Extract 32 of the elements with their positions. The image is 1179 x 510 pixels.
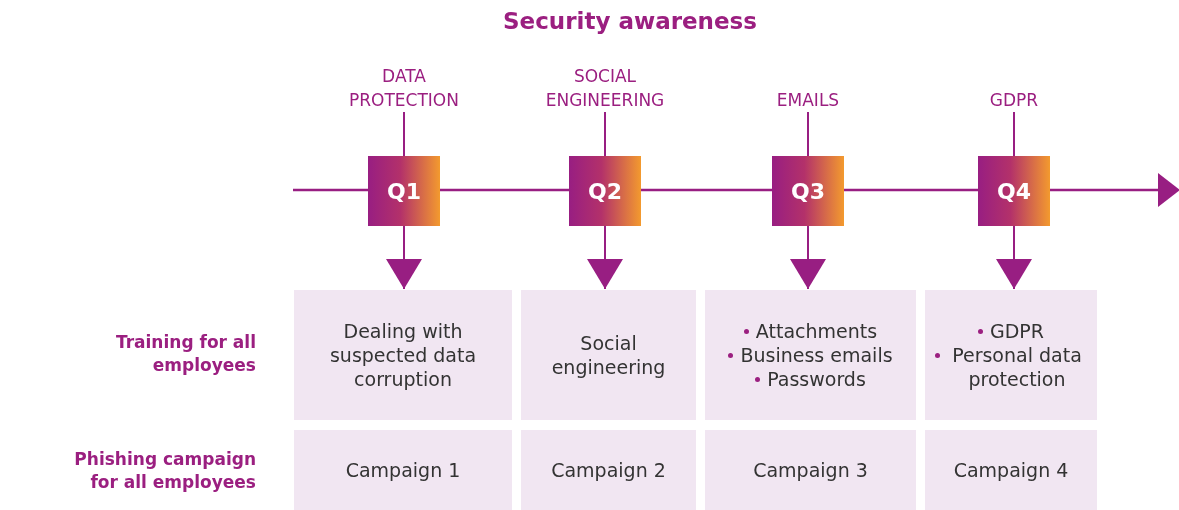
bullet-text: GDPR bbox=[990, 319, 1044, 343]
table-cell: Social engineering bbox=[521, 290, 696, 420]
bullet-text: Passwords bbox=[767, 367, 866, 391]
down-arrow bbox=[790, 225, 826, 290]
quarter-box: Q1 bbox=[368, 156, 440, 226]
bullet-text: Personal data protection bbox=[951, 343, 1083, 391]
topic-label: SOCIAL ENGINEERING bbox=[530, 60, 680, 112]
bullet-text: Business emails bbox=[740, 343, 893, 367]
topic-label: DATA PROTECTION bbox=[329, 60, 479, 112]
quarter-box: Q4 bbox=[978, 156, 1050, 226]
table-cell bbox=[705, 290, 916, 420]
quarter-box: Q3 bbox=[772, 156, 844, 226]
table-cell: Campaign 3 bbox=[705, 430, 916, 510]
topic-label: EMAILS bbox=[733, 60, 883, 112]
bullet-text: Attachments bbox=[755, 319, 878, 343]
title: Security awareness bbox=[502, 8, 758, 34]
row-header: Training for all employees bbox=[114, 331, 256, 377]
connector-line bbox=[807, 111, 809, 157]
table-cell: Campaign 1 bbox=[294, 430, 512, 510]
topic-label: GDPR bbox=[939, 60, 1089, 112]
down-arrow bbox=[996, 225, 1032, 290]
connector-line bbox=[1013, 111, 1015, 157]
quarter-box: Q2 bbox=[569, 156, 641, 226]
table-cell: Campaign 4 bbox=[925, 430, 1097, 510]
table-cell bbox=[925, 290, 1097, 420]
down-arrow bbox=[386, 225, 422, 290]
table-cell: Dealing with suspected data corruption bbox=[294, 290, 512, 420]
down-arrow bbox=[587, 225, 623, 290]
table-cell: Campaign 2 bbox=[521, 430, 696, 510]
row-header: Phishing campaign for all employees bbox=[73, 448, 256, 494]
connector-line bbox=[403, 111, 405, 157]
connector-line bbox=[604, 111, 606, 157]
